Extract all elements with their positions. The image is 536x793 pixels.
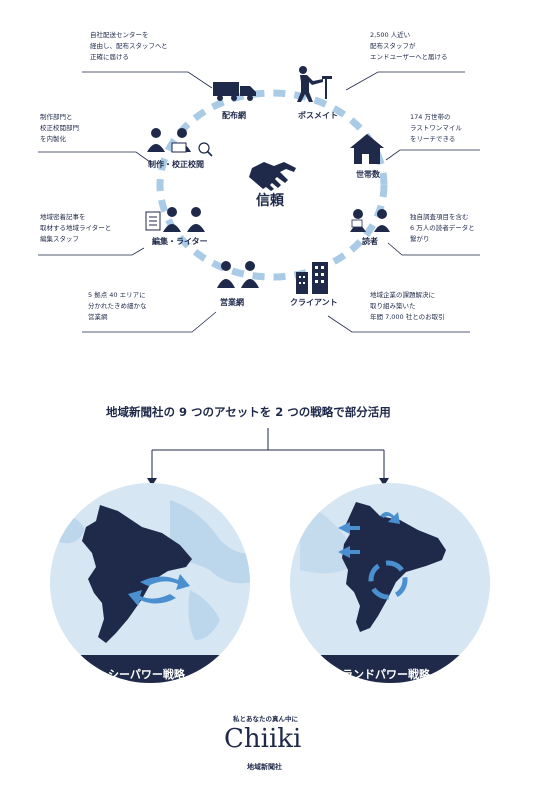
- node-production-proofreading: 制作・校正校閲: [148, 160, 204, 169]
- left-globe: [50, 483, 250, 683]
- node-sales-network: 営業網: [220, 298, 244, 307]
- posting-person-icon: [297, 66, 332, 102]
- headline-bracket: [151, 428, 385, 480]
- arrow-down-right-icon: [379, 478, 389, 486]
- leader-lines: [38, 71, 480, 333]
- node-editors-writers: 編集・ライター: [152, 237, 208, 246]
- company-name: 地域新聞社: [247, 763, 282, 771]
- production-icon: [147, 128, 213, 157]
- sea-arrows-icon: [128, 574, 190, 606]
- land-cycle-icon: [368, 560, 408, 600]
- chiba-map-right: [342, 502, 446, 632]
- buildings-icon: [296, 262, 328, 294]
- node-households: 世帯数: [356, 170, 380, 179]
- node-distribution-network: 配布網: [222, 111, 246, 120]
- right-globe: [290, 483, 490, 683]
- house-icon: [350, 134, 384, 164]
- node-posmate: ポスメイト: [298, 111, 338, 120]
- node-clients: クライアント: [290, 298, 338, 307]
- arrow-down-left-icon: [147, 478, 157, 486]
- note-right-3: 地域企業の課題解決に 取り組み築いた 年間 7,000 社とのお取引: [370, 291, 445, 321]
- chiiki-logo: Chiiki: [224, 724, 302, 754]
- truck-icon: [213, 82, 256, 101]
- sea-power-strategy-label: シーパワー戦略: [108, 668, 185, 681]
- readers-icon: [350, 209, 390, 232]
- node-readers: 読者: [362, 237, 378, 246]
- note-right-2: 独自調査項目を含む 6 万人の読者データと 繋がり: [410, 213, 475, 243]
- trust-ring: [156, 89, 388, 281]
- footer-tagline: 私とあなたの真ん中に: [233, 715, 298, 723]
- note-top-right: 2,500 人近い 配布スタッフが エンドユーザーへと届ける: [370, 31, 448, 61]
- note-top-left: 自社配送センターを 経由し、配布スタッフへと 正確に届ける: [90, 31, 168, 61]
- strategy-headline: 地域新聞社の 9 つのアセットを 2 つの戦略で部分活用: [106, 405, 391, 419]
- land-arrows-icon: [338, 512, 400, 558]
- note-right-1: 174 万世帯の ラストワンマイル をリーチできる: [410, 113, 462, 143]
- note-left-3: 5 拠点 40 エリアに 分かれたきめ細かな 営業網: [88, 291, 147, 321]
- handshake-icon: [249, 162, 296, 191]
- sales-people-icon: [217, 261, 259, 288]
- note-left-2: 地域密着記事を 取材する地域ライターと 編集スタッフ: [40, 213, 112, 243]
- land-power-strategy-label: ランドパワー戦略: [342, 668, 430, 681]
- trust-label: 信頼: [256, 193, 284, 209]
- note-left-1: 制作部門と 校正校閲部門 を内製化: [40, 113, 79, 143]
- editor-icon: [145, 207, 205, 232]
- chiba-map-left: [82, 505, 192, 643]
